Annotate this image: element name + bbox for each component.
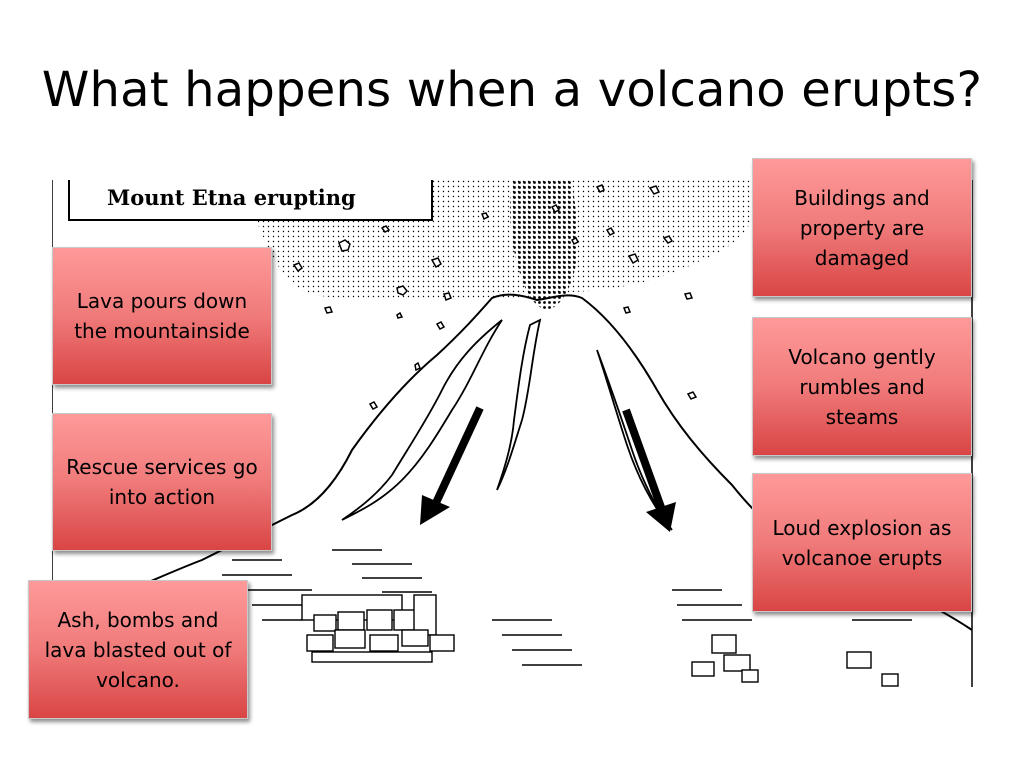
card-lava-pours-text: Lava pours down the mountainside [74,289,250,343]
town-buildings [301,594,899,687]
card-buildings-damaged: Buildings and property are damaged [752,158,972,297]
lava-arrow-left [420,406,484,525]
slide-title: What happens when a volcano erupts? [41,62,983,118]
volcanic-bombs [292,184,698,410]
eruption-column [510,180,578,310]
card-rescue-services: Rescue services go into action [52,413,272,551]
card-ash-bombs-text: Ash, bombs and lava blasted out of volca… [44,607,232,692]
card-lava-pours: Lava pours down the mountainside [52,247,272,385]
card-volcano-rumbles-text: Volcano gently rumbles and steams [788,344,936,429]
lava-arrow-right [622,408,676,532]
diagram-caption: Mount Etna erupting [107,185,356,210]
card-rescue-services-text: Rescue services go into action [66,455,258,509]
lava-flow-left [341,319,503,521]
card-buildings-damaged-text: Buildings and property are damaged [794,185,930,270]
lava-flow-center [496,318,542,491]
lava-flow-right [596,349,673,531]
card-volcano-rumbles: Volcano gently rumbles and steams [752,317,972,456]
diagram-caption-box: Mount Etna erupting [68,180,433,221]
volcano-diagram: Mount Etna erupting [52,180,973,687]
card-ash-bombs: Ash, bombs and lava blasted out of volca… [28,580,248,719]
card-loud-explosion-text: Loud explosion as volcanoe erupts [772,515,952,570]
card-loud-explosion: Loud explosion as volcanoe erupts [752,473,972,612]
